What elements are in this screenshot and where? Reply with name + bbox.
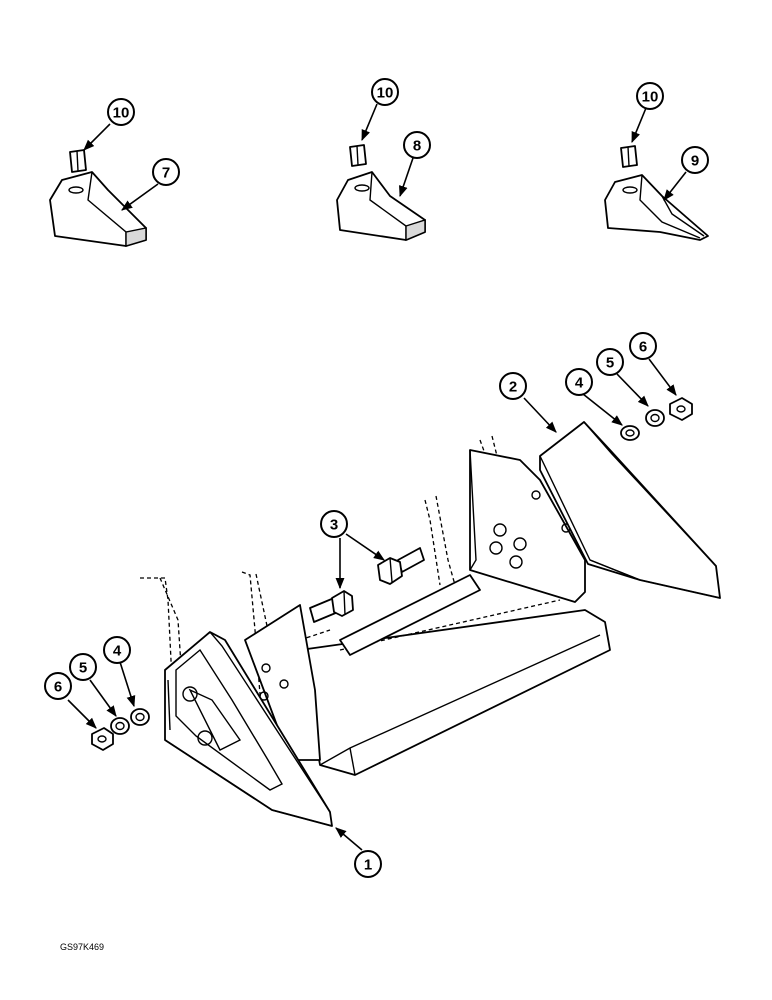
bolt-3-upper: [377, 547, 425, 585]
svg-text:10: 10: [642, 89, 659, 106]
svg-text:5: 5: [79, 660, 87, 677]
bolt-3-lower: [309, 590, 354, 623]
retainer-pin-10c: [620, 145, 638, 168]
tooth-variant-7: [49, 149, 147, 247]
svg-text:4: 4: [575, 375, 584, 392]
callout-4-left: 4: [103, 636, 131, 664]
tooth-variant-8: [336, 144, 426, 242]
retainer-pin-10b: [349, 144, 367, 167]
callout-3: 3: [320, 510, 348, 538]
callout-9: 9: [681, 146, 709, 174]
bucket-tooth-7: [49, 171, 147, 247]
base-edge-plate: [244, 574, 611, 776]
svg-text:6: 6: [639, 339, 647, 356]
cutting-edge-shroud-2: [539, 421, 721, 599]
tooth-variant-9: [604, 145, 709, 241]
callout-1: 1: [354, 850, 382, 878]
svg-text:9: 9: [691, 153, 699, 170]
svg-text:5: 5: [606, 355, 614, 372]
washer-4-right: [620, 425, 640, 441]
svg-text:1: 1: [364, 857, 372, 874]
svg-text:8: 8: [413, 138, 421, 155]
callout-4-right: 4: [565, 368, 593, 396]
svg-text:6: 6: [54, 679, 62, 696]
svg-text:3: 3: [330, 517, 338, 534]
svg-text:2: 2: [509, 379, 517, 396]
callout-6-left: 6: [44, 672, 72, 700]
drawing-code: GS97K469: [60, 942, 104, 952]
callout-5-left: 5: [69, 653, 97, 681]
callout-8: 8: [403, 131, 431, 159]
callout-7: 7: [152, 158, 180, 186]
washer-4-left: [130, 708, 150, 726]
callout-10b: 10: [371, 78, 399, 106]
retainer-pin-10a: [69, 149, 87, 173]
callout-2: 2: [499, 372, 527, 400]
right-adapter-block: [469, 449, 586, 603]
nut-6-left: [91, 727, 114, 751]
callout-10a: 10: [107, 98, 135, 126]
callout-6-right: 6: [629, 332, 657, 360]
svg-text:10: 10: [113, 105, 130, 122]
nut-6-right: [669, 397, 693, 421]
cutting-edge-shroud-1: [164, 631, 333, 827]
lock-washer-5-right: [645, 409, 665, 427]
bucket-tooth-8: [336, 171, 426, 242]
svg-text:7: 7: [162, 165, 170, 182]
callout-5-right: 5: [596, 348, 624, 376]
lock-washer-5-left: [110, 717, 130, 735]
bucket-tooth-9: [604, 174, 709, 241]
svg-text:4: 4: [113, 643, 122, 660]
svg-text:10: 10: [377, 85, 394, 102]
callout-10c: 10: [636, 82, 664, 110]
leader-lines: [67, 103, 687, 851]
